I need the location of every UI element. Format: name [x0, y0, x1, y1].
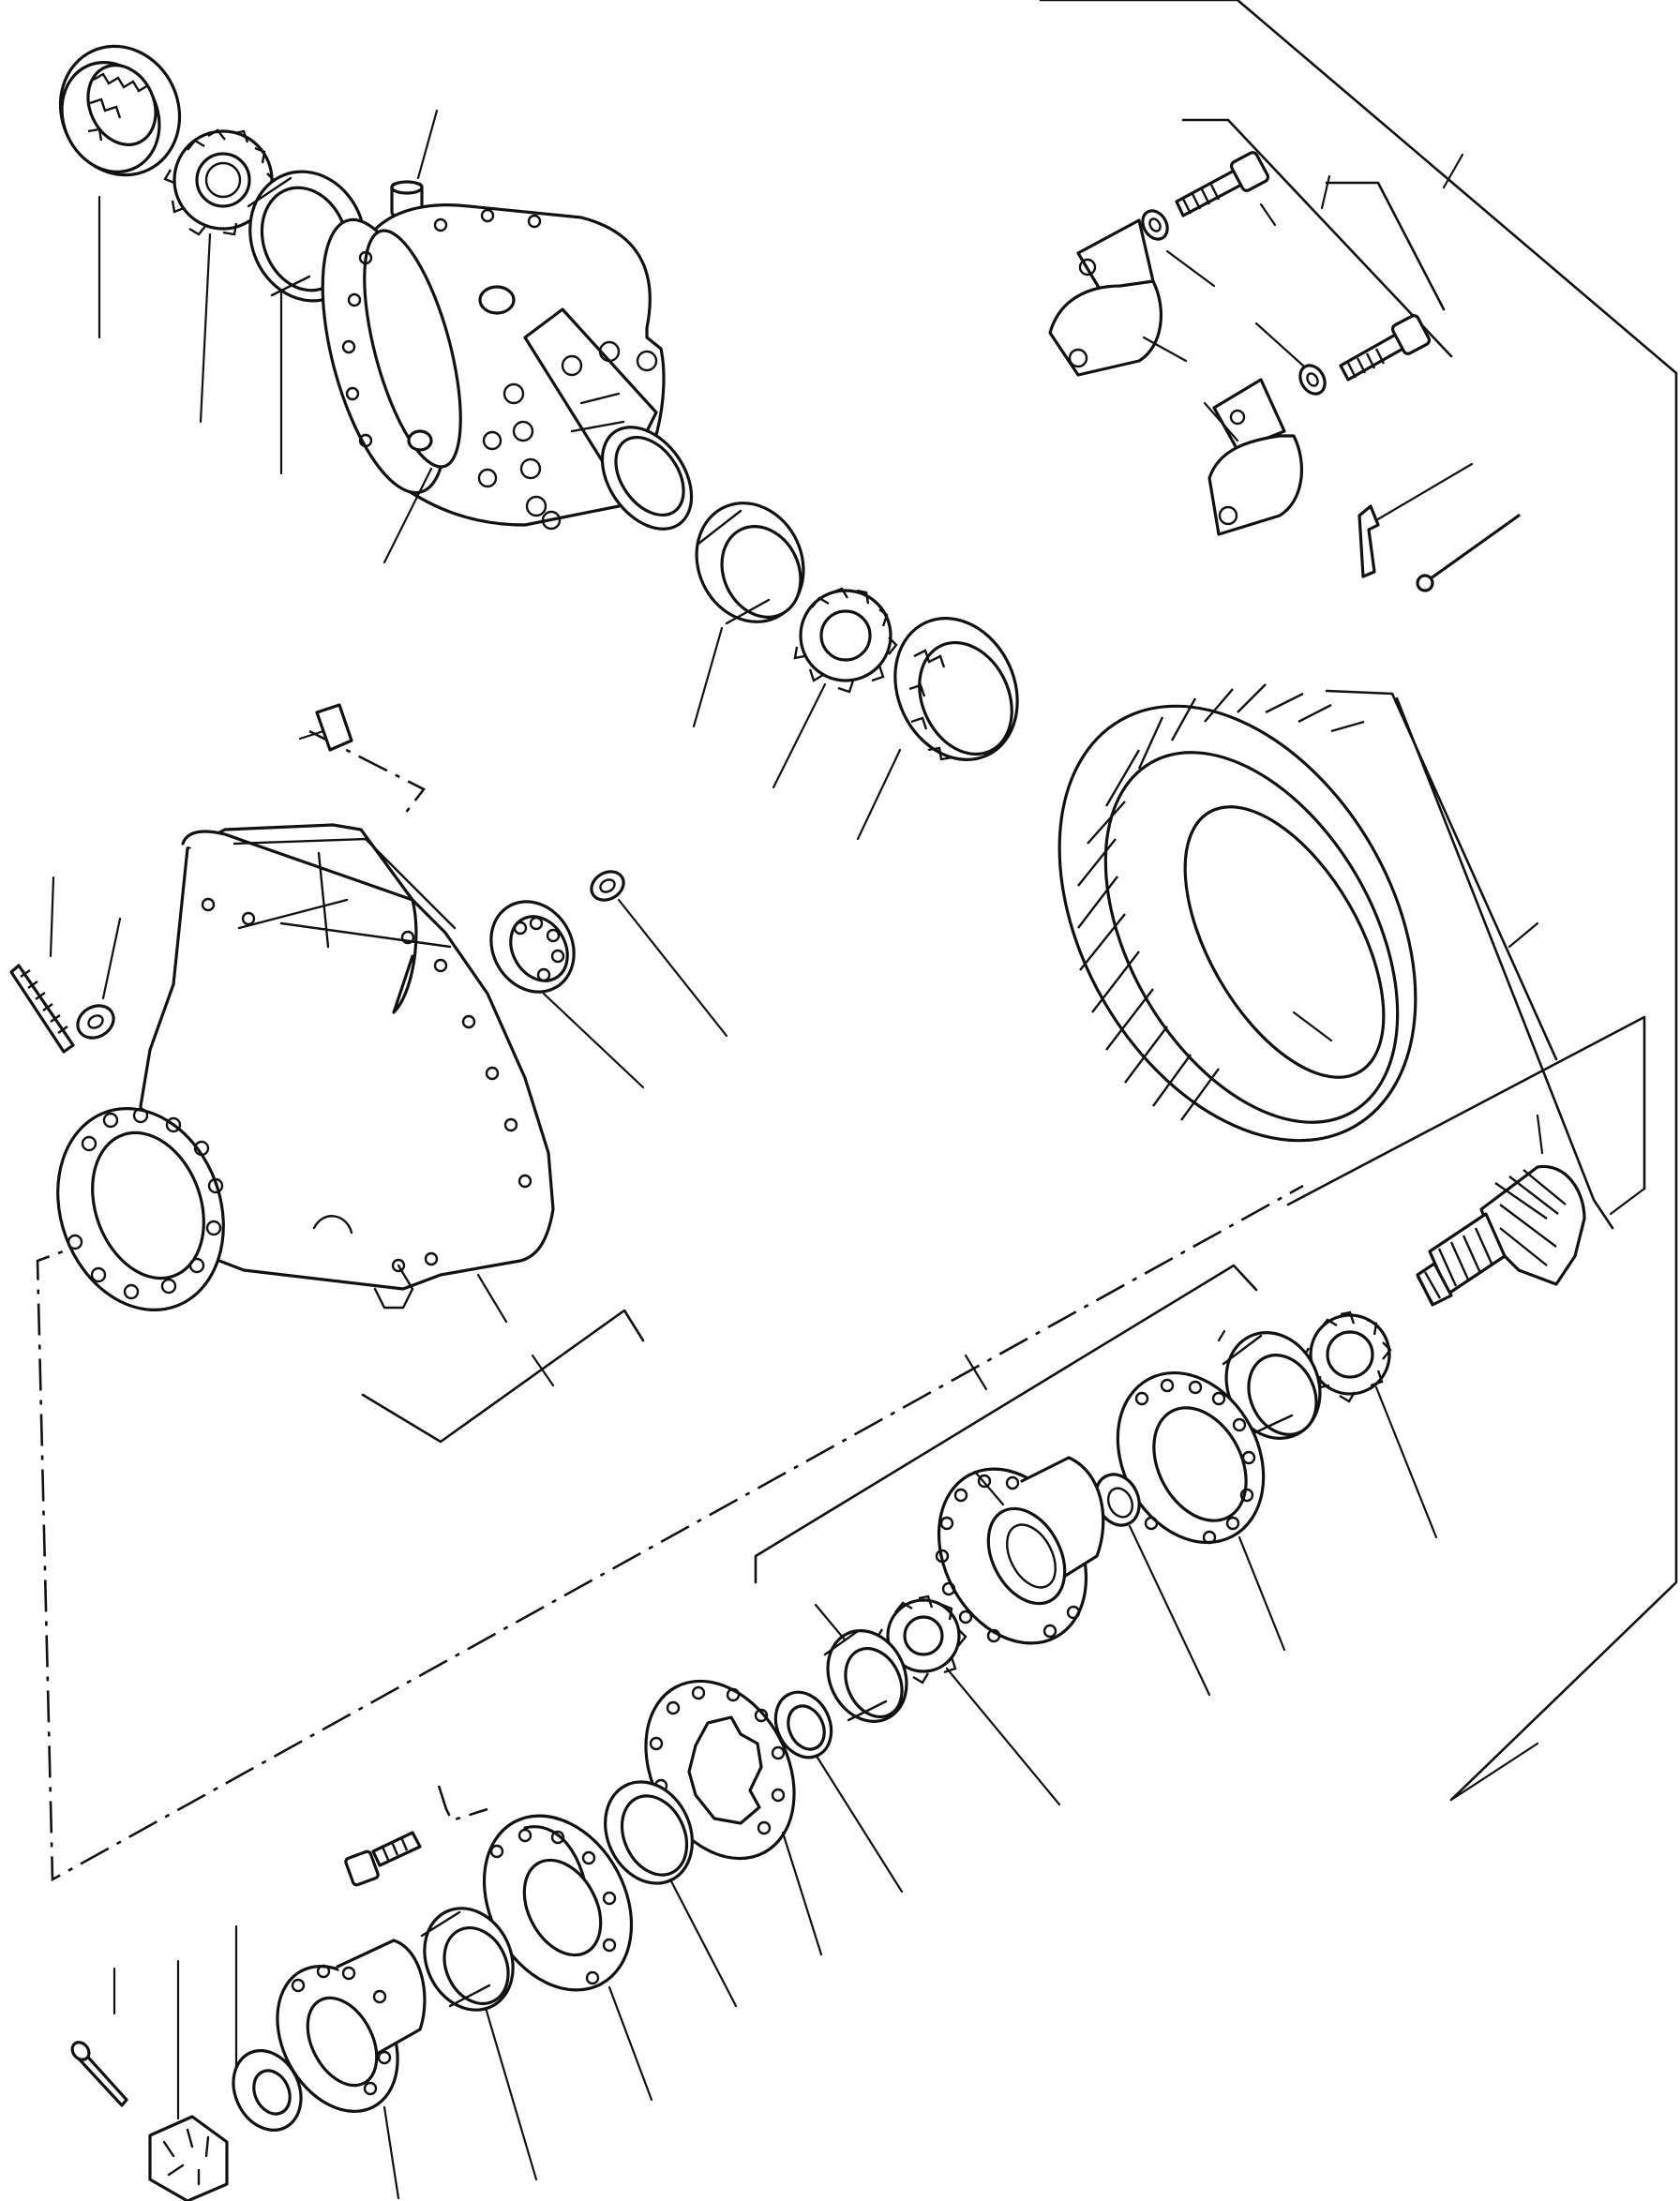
cap-bolt-lower — [1254, 314, 1432, 396]
bearing-cap-upper — [1048, 218, 1188, 377]
differential-case — [321, 203, 694, 564]
centerline-dashes — [36, 729, 1304, 1882]
bearing-retainer — [935, 1456, 1105, 1645]
dowel-pin — [390, 109, 439, 217]
drive-pinion — [1416, 1114, 1586, 1307]
castle-nut — [148, 1959, 229, 2201]
cotter-pin-top — [1416, 514, 1521, 592]
oil-seal-carrier — [482, 1814, 653, 2102]
carrier-housing — [56, 823, 555, 1324]
adjusting-nut-right — [856, 617, 1019, 841]
seal-ring — [773, 1690, 904, 1894]
outer-bearing-cup — [420, 1907, 538, 2181]
pinion-bearing-cup — [1217, 1329, 1322, 1440]
cap-screw-lower — [344, 1831, 422, 1887]
ring-gear-frame — [1325, 689, 1614, 1230]
nut-left — [76, 917, 122, 1040]
side-gear-small-top — [163, 128, 277, 424]
flange-bolt-holes — [67, 1107, 224, 1300]
adjusting-nut-left — [58, 44, 182, 339]
oil-seal — [604, 1780, 738, 2008]
snap-ring — [590, 870, 728, 1038]
pilot-bearing — [489, 900, 645, 1089]
side-gear-middle — [772, 587, 898, 789]
case-bolt-holes — [477, 340, 658, 531]
housing-rim-holes — [201, 897, 532, 1273]
stud-left — [9, 876, 75, 1054]
inner-bearing-cup — [814, 1603, 908, 1723]
lock-plate — [1358, 462, 1474, 578]
pinion-bearing-cone — [1301, 1310, 1438, 1539]
pinion-group-frame — [1286, 1015, 1646, 1216]
flange-washer — [232, 1924, 303, 2132]
upper-group-frame — [1039, 0, 1678, 1802]
cap-bolt-upper — [1141, 151, 1277, 288]
bracket-frames — [361, 1264, 1258, 1584]
cotter-pin-bottom — [70, 1967, 128, 2107]
breather-block — [298, 703, 353, 752]
bearing-cup-middle — [692, 502, 805, 728]
case-rim-holes — [341, 208, 542, 448]
bearing-cap-lower — [1203, 378, 1304, 536]
ring-gear — [1058, 683, 1418, 1143]
